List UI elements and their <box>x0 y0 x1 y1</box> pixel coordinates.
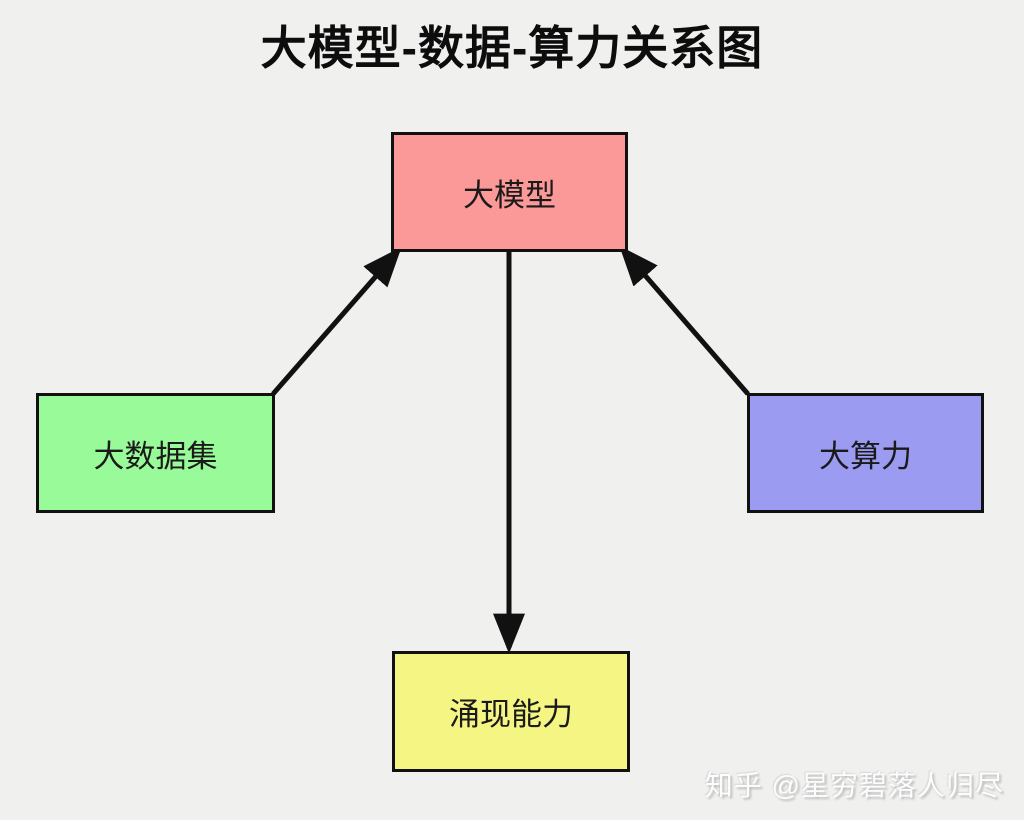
node-big-compute-label: 大算力 <box>819 438 912 474</box>
watermark: 知乎 @星穷碧落人归尽 <box>704 770 1004 801</box>
edge-compute-to-model <box>619 245 750 396</box>
node-large-model-label: 大模型 <box>463 177 556 213</box>
node-big-compute: 大算力 <box>747 393 984 513</box>
node-emergent-ability: 涌现能力 <box>392 651 630 772</box>
node-emergent-ability-label: 涌现能力 <box>449 697 573 732</box>
node-big-dataset: 大数据集 <box>36 393 275 513</box>
node-large-model: 大模型 <box>391 132 628 252</box>
edge-dataset-to-model <box>271 246 402 396</box>
node-big-dataset-label: 大数据集 <box>93 438 218 474</box>
page-title: 大模型-数据-算力关系图 <box>260 22 764 74</box>
